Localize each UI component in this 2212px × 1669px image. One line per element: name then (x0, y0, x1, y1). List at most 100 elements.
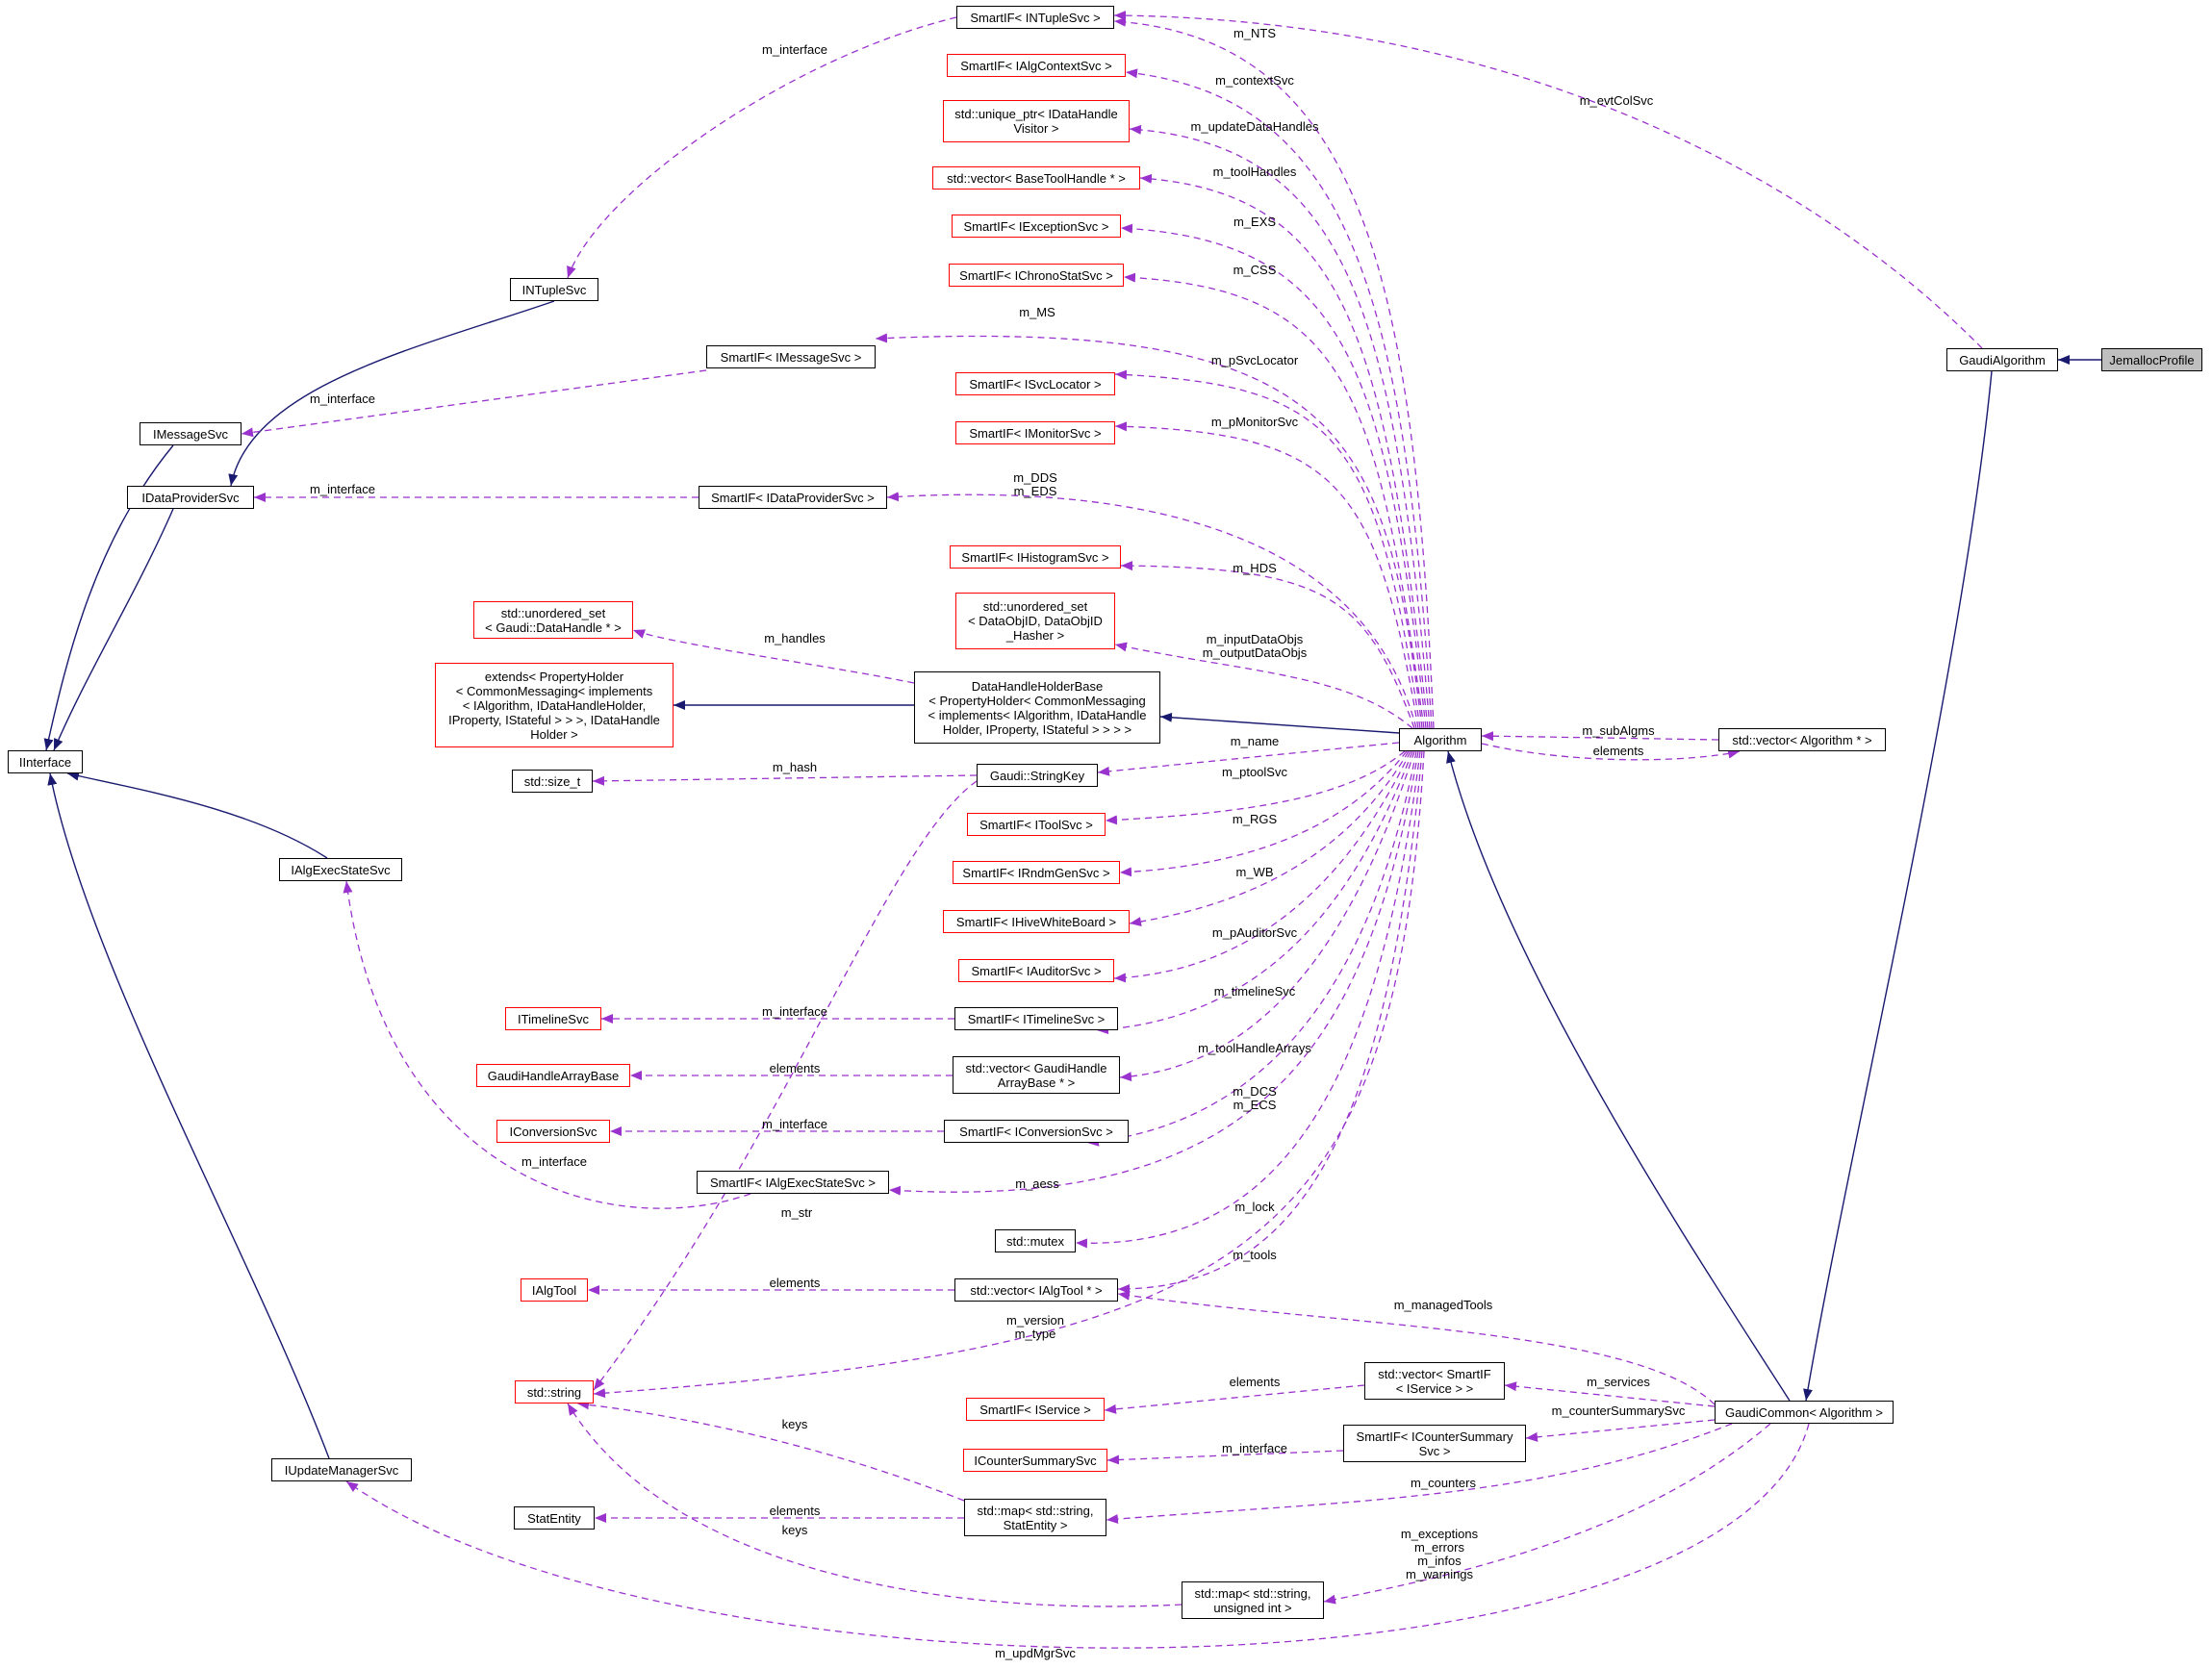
node-smartif-irndmgensvc[interactable]: SmartIF< IRndmGenSvc > (953, 861, 1120, 884)
edge-algorithm-to-vector-basetoolhandle (1139, 173, 1429, 729)
node-smartif-iservice[interactable]: SmartIF< IService > (966, 1398, 1105, 1421)
node-smartif-icountersummarysvc[interactable]: SmartIF< ICounterSummary Svc > (1343, 1425, 1526, 1462)
label-m-updatedatahandles: m_updateDataHandles (1190, 119, 1319, 134)
node-smartif-ihivewhiteboard[interactable]: SmartIF< IHiveWhiteBoard > (943, 910, 1130, 933)
label-m-aess: m_aess (1015, 1176, 1059, 1191)
edge-gaudi-stringkey-to-std-size-t (592, 774, 978, 786)
edge-algorithm-to-smartif-iexceptionsvc (1120, 223, 1427, 729)
label-m-version-type: m_version m_type (1006, 1313, 1064, 1341)
node-smartif-imonitorsvc[interactable]: SmartIF< IMonitorSvc > (955, 421, 1115, 444)
node-imessagesvc[interactable]: IMessageSvc (140, 422, 242, 445)
node-std-string[interactable]: std::string (515, 1380, 594, 1403)
node-map-string-uint[interactable]: std::map< std::string, unsigned int > (1182, 1581, 1324, 1619)
node-jemallocprofile[interactable]: JemallocProfile (2101, 348, 2202, 371)
edge-vector-algorithm-to-algorithm (1481, 731, 1719, 742)
label-keys-1: keys (781, 1417, 808, 1431)
edge-gaudialgorithm-to-gaudicommon (1803, 370, 1993, 1402)
node-ialgexecstatesvc[interactable]: IAlgExecStateSvc (279, 858, 402, 881)
edge-algorithm-to-vector-algorithm (1481, 743, 1741, 761)
node-smartif-ialgcontextsvc[interactable]: SmartIF< IAlgContextSvc > (947, 54, 1126, 77)
node-vector-algorithm[interactable]: std::vector< Algorithm * > (1718, 728, 1886, 751)
label-m-tools: m_tools (1233, 1248, 1277, 1262)
label-m-hash: m_hash (772, 760, 818, 774)
node-map-string-statentity[interactable]: std::map< std::string, StatEntity > (964, 1499, 1106, 1536)
node-iinterface[interactable]: IInterface (8, 750, 83, 773)
node-gaudihandlearraybase[interactable]: GaudiHandleArrayBase (476, 1064, 630, 1087)
label-elements-algs: elements (1592, 744, 1644, 758)
label-m-name: m_name (1230, 734, 1280, 748)
label-m-counters: m_counters (1411, 1476, 1476, 1490)
label-m-nts: m_NTS (1233, 26, 1277, 40)
edge-algorithm-to-gaudi-stringkey (1097, 742, 1400, 776)
node-unique-ptr-visitor[interactable]: std::unique_ptr< IDataHandle Visitor > (943, 100, 1130, 142)
label-elements-tools: elements (769, 1276, 821, 1290)
node-vector-ialgtool[interactable]: std::vector< IAlgTool * > (954, 1278, 1118, 1302)
label-m-lock: m_lock (1234, 1200, 1275, 1214)
node-std-size-t[interactable]: std::size_t (512, 770, 593, 793)
node-extends-propertyholder[interactable]: extends< PropertyHolder < CommonMessagin… (435, 663, 674, 747)
node-smartif-ituplesvc[interactable]: SmartIF< INTupleSvc > (956, 6, 1114, 29)
node-smartif-itoolsvc[interactable]: SmartIF< IToolSvc > (967, 813, 1106, 836)
edge-gaudicommon-to-iupdatemanagersvc (345, 1423, 1810, 1649)
node-gaudicommon[interactable]: GaudiCommon< Algorithm > (1715, 1401, 1894, 1424)
node-std-mutex[interactable]: std::mutex (995, 1229, 1076, 1252)
node-smartif-ihistogramsvc[interactable]: SmartIF< IHistogramSvc > (950, 545, 1121, 569)
node-icountersummarysvc[interactable]: ICounterSummarySvc (963, 1449, 1107, 1472)
label-m-exc-err: m_exceptions m_errors m_infos m_warnings (1400, 1527, 1479, 1581)
label-m-services: m_services (1587, 1375, 1650, 1389)
node-ialgtool[interactable]: IAlgTool (521, 1278, 588, 1302)
node-gaudi-stringkey[interactable]: Gaudi::StringKey (977, 764, 1098, 787)
label-m-updmgrsvc: m_updMgrSvc (995, 1646, 1076, 1660)
node-smartif-idataprovidersvc[interactable]: SmartIF< IDataProviderSvc > (699, 486, 887, 509)
node-iupdatemanagersvc[interactable]: IUpdateManagerSvc (271, 1458, 412, 1481)
node-smartif-isvclocator[interactable]: SmartIF< ISvcLocator > (955, 372, 1115, 395)
edge-vector-smartif-iservice-to-smartif-iservice (1104, 1384, 1365, 1414)
label-m-interface-conv: m_interface (762, 1117, 827, 1131)
label-m-pmonitorsvc: m_pMonitorSvc (1210, 415, 1299, 429)
label-elements-svc: elements (1229, 1375, 1281, 1389)
edge-ialgexecstatesvc-to-iinterface (66, 771, 328, 859)
node-smartif-ialgexecstatesvc[interactable]: SmartIF< IAlgExecStateSvc > (697, 1171, 889, 1194)
label-m-toolhandles: m_toolHandles (1212, 164, 1297, 179)
node-smartif-iexceptionsvc[interactable]: SmartIF< IExceptionSvc > (952, 215, 1121, 238)
node-smartif-itimelinesvc[interactable]: SmartIF< ITimelineSvc > (954, 1007, 1118, 1030)
node-smartif-iconversionsvc[interactable]: SmartIF< IConversionSvc > (944, 1120, 1129, 1143)
edge-smartif-icountersummarysvc-to-icountersummarysvc (1106, 1450, 1344, 1465)
node-idataprovidersvc[interactable]: IDataProviderSvc (127, 486, 254, 509)
edge-algorithm-to-smartif-itimelinesvc (1096, 750, 1413, 1035)
node-vector-basetoolhandle[interactable]: std::vector< BaseToolHandle * > (932, 166, 1140, 190)
node-smartif-imessagesvc[interactable]: SmartIF< IMessageSvc > (706, 345, 876, 368)
node-gaudialgorithm[interactable]: GaudiAlgorithm (1946, 348, 2058, 371)
label-m-interface-aes: m_interface (521, 1154, 587, 1169)
node-datahandleholderbase[interactable]: DataHandleHolderBase < PropertyHolder< C… (914, 671, 1160, 744)
node-statentity[interactable]: StatEntity (514, 1506, 595, 1530)
edge-gaudi-stringkey-to-std-string (593, 780, 978, 1391)
edge-iupdatemanagersvc-to-iinterface (47, 772, 330, 1459)
node-vector-gaudihandlearraybase[interactable]: std::vector< GaudiHandle ArrayBase * > (953, 1056, 1120, 1094)
node-smartif-ichronostatsvc[interactable]: SmartIF< IChronoStatSvc > (949, 264, 1124, 287)
edge-ituplesvc-to-idataprovidersvc (228, 300, 555, 487)
edge-gaudicommon-to-algorithm (1446, 750, 1791, 1402)
node-iconversionsvc[interactable]: IConversionSvc (496, 1120, 610, 1143)
label-m-rgs: m_RGS (1232, 812, 1278, 826)
edge-algorithm-to-smartif-ialgexecstatesvc (888, 750, 1419, 1196)
node-unordered-set-datahandle[interactable]: std::unordered_set < Gaudi::DataHandle *… (473, 601, 633, 639)
node-ituplesvc[interactable]: INTupleSvc (510, 278, 598, 301)
label-m-toolhandlearrays: m_toolHandleArrays (1198, 1041, 1311, 1055)
node-smartif-iauditorsvc[interactable]: SmartIF< IAuditorSvc > (958, 959, 1114, 982)
edge-gaudicommon-to-smartif-icountersummarysvc (1525, 1419, 1716, 1442)
edge-algorithm-to-std-string (593, 750, 1425, 1399)
edge-map-string-statentity-to-std-string (576, 1400, 965, 1502)
edge-gaudicommon-to-map-string-statentity (1106, 1423, 1733, 1525)
node-vector-smartif-iservice[interactable]: std::vector< SmartIF < IService > > (1364, 1362, 1505, 1400)
edge-algorithm-to-smartif-itoolsvc (1105, 750, 1406, 825)
edge-algorithm-to-vector-ialgtool (1117, 750, 1423, 1294)
edge-algorithm-to-unordered-set-dataobjid (1114, 642, 1413, 729)
node-algorithm[interactable]: Algorithm (1399, 728, 1482, 751)
label-m-contextsvc: m_contextSvc (1215, 73, 1294, 88)
node-unordered-set-dataobjid[interactable]: std::unordered_set < DataObjID, DataObjI… (955, 593, 1115, 649)
edge-gaudicommon-to-vector-ialgtool (1117, 1290, 1716, 1405)
label-m-css: m_CSS (1233, 263, 1277, 277)
node-itimelinesvc[interactable]: ITimelineSvc (505, 1007, 601, 1030)
label-m-subalgms: m_subAlgms (1582, 723, 1655, 738)
